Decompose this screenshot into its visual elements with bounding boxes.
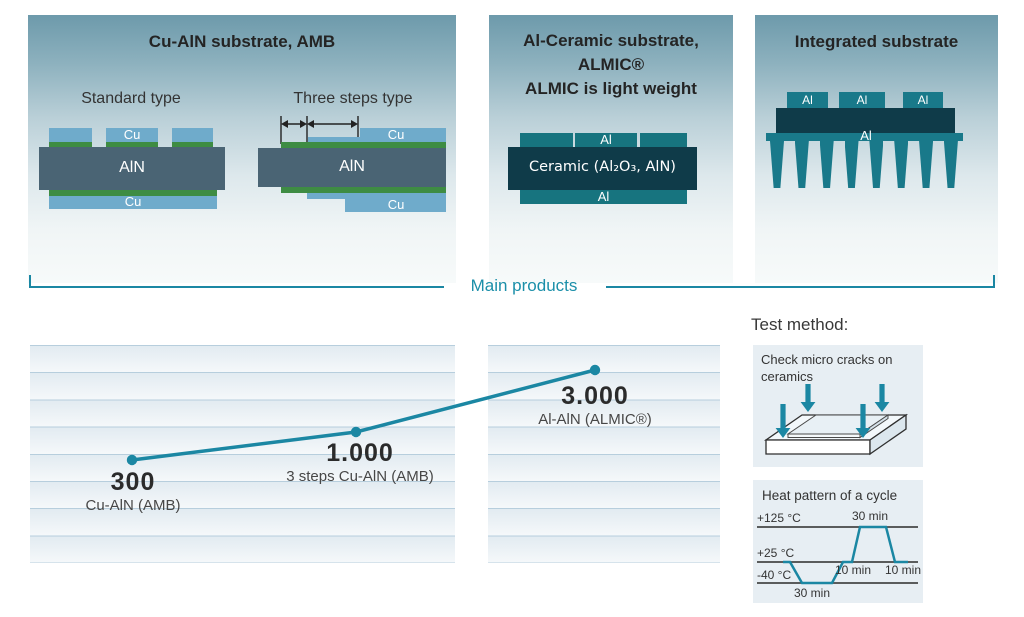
almic-ceramic-layer xyxy=(508,147,697,190)
al-ceramic-title-line1: Al-Ceramic substrate, xyxy=(523,31,699,50)
std-aln-layer xyxy=(39,147,225,190)
heat-pattern-title: Heat pattern of a cycle xyxy=(762,488,898,503)
int-al-chip-mid-label: Al xyxy=(856,93,868,107)
std-braze-bottom xyxy=(49,190,217,196)
almic-al-bottom-layer xyxy=(520,190,687,204)
down-arrow-icon xyxy=(800,384,816,412)
chart-label-3steps: 3 steps Cu-AlN (AMB) xyxy=(286,468,434,485)
almic-ceramic-label: Ceramic (Al₂O₃, AlN) xyxy=(529,159,676,175)
std-cu-bottom-label: Cu xyxy=(124,194,142,209)
down-arrow-icon xyxy=(775,404,791,438)
int-insulating-layer xyxy=(776,108,955,133)
almic-al-chip-mid xyxy=(575,133,637,147)
low-dwell-label: 30 min xyxy=(793,586,831,600)
main-products-label: Main products xyxy=(470,276,578,295)
int-heatsink-label: Al xyxy=(860,128,872,143)
int-heatsink-fins xyxy=(770,141,958,188)
steps-cu-bottom-thick xyxy=(345,199,446,212)
chart-value-1000: 1.000 xyxy=(326,439,394,467)
std-cu-chip-mid xyxy=(106,128,158,142)
std-braze-left xyxy=(49,142,92,147)
chart-label-cu-aln: Cu-AlN (AMB) xyxy=(85,497,181,514)
steps-cu-top-thin xyxy=(308,137,360,142)
almic-al-top-label: Al xyxy=(600,132,612,147)
chart-label-al-aln: Al-AlN (ALMIC®) xyxy=(538,411,652,428)
fin xyxy=(819,141,834,188)
standard-type-label: Standard type xyxy=(81,90,181,107)
steps-braze-top xyxy=(281,142,446,148)
fin xyxy=(919,141,934,188)
steps-braze-bottom xyxy=(281,187,446,193)
down-arrow-icon xyxy=(874,384,890,412)
steps-aln-layer xyxy=(258,148,446,187)
steps-cu-bottom-thin xyxy=(307,193,446,199)
ramp-up-hold-label: 10 min xyxy=(834,563,872,577)
al-ceramic-title-line2: ALMIC® xyxy=(577,55,645,74)
almic-al-chip-right xyxy=(640,133,687,147)
fin xyxy=(844,141,859,188)
int-al-chip-left-label: Al xyxy=(802,93,813,107)
ramp-down-hold-label: 10 min xyxy=(884,563,922,577)
bracket-right-tick xyxy=(993,275,995,288)
fin xyxy=(943,141,958,188)
fin xyxy=(770,141,784,188)
steps-cu-bottom-label: Cu xyxy=(387,197,405,212)
panel-integrated-title: Integrated substrate xyxy=(794,32,959,51)
std-cu-chip-left xyxy=(49,128,92,142)
al-ceramic-title-line3: ALMIC is light weight xyxy=(525,79,697,98)
chart-value-3000: 3.000 xyxy=(561,382,629,410)
std-cu-top-label: Cu xyxy=(123,127,141,142)
panel-al-ceramic-title: Al-Ceramic substrate, ALMIC® ALMIC is li… xyxy=(489,29,733,101)
std-cu-chip-right xyxy=(172,128,213,142)
bracket-left-tick xyxy=(29,275,31,288)
temp-label-25: +25 °C xyxy=(757,546,795,560)
bracket-left-line xyxy=(29,286,444,288)
fin xyxy=(894,141,909,188)
int-al-chip-right xyxy=(903,92,943,108)
steps-cu-top-thick xyxy=(360,128,446,142)
temp-label-minus40: -40 °C xyxy=(757,568,792,582)
int-al-chip-right-label: Al xyxy=(917,93,929,107)
temp-label-125: +125 °C xyxy=(757,511,801,525)
bracket-right-line xyxy=(606,286,995,288)
high-dwell-label: 30 min xyxy=(851,509,889,523)
fin xyxy=(869,141,884,188)
heat-cycle-graph xyxy=(757,525,918,585)
micro-cracks-caption: Check micro cracks on ceramics xyxy=(761,352,893,384)
steps-cu-top-label: Cu xyxy=(387,127,405,142)
int-al-chip-mid xyxy=(839,92,885,108)
std-braze-right xyxy=(172,142,213,147)
std-cu-bottom-layer xyxy=(49,196,217,209)
chart-panel-right xyxy=(488,345,720,563)
int-al-chip-left xyxy=(787,92,828,108)
panel-cu-aln-title: Cu-AlN substrate, AMB xyxy=(148,32,336,51)
fin xyxy=(794,141,809,188)
three-steps-type-label: Three steps type xyxy=(293,90,413,107)
int-heatsink-base xyxy=(766,133,963,141)
almic-al-chip-left xyxy=(520,133,573,147)
test-method-heading: Test method: xyxy=(751,315,849,334)
std-aln-label: AlN xyxy=(119,159,145,176)
chart-value-300: 300 xyxy=(110,468,156,496)
almic-al-bottom-label: Al xyxy=(597,189,610,204)
down-arrow-icon xyxy=(855,404,871,438)
std-braze-mid xyxy=(106,142,158,147)
steps-aln-label: AlN xyxy=(339,158,365,175)
press-test-illustration-icon xyxy=(763,384,909,456)
